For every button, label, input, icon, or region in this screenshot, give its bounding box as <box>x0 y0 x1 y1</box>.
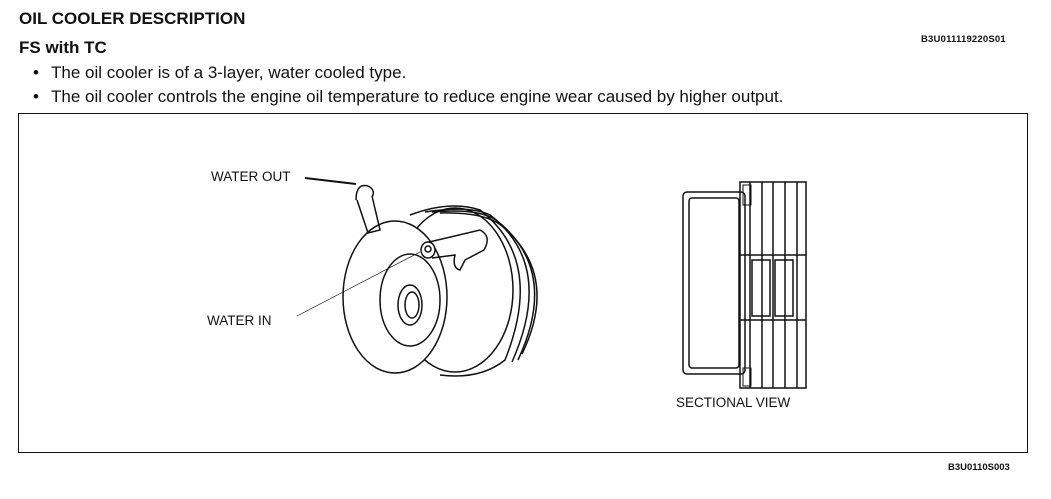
figure-frame <box>18 113 1028 453</box>
bullet-text: The oil cooler controls the engine oil t… <box>51 87 784 106</box>
leader-lines <box>296 177 421 317</box>
section-subtitle: FS with TC <box>19 38 107 57</box>
page-title: OIL COOLER DESCRIPTION <box>19 9 246 28</box>
bullet-item: • The oil cooler controls the engine oil … <box>33 87 783 107</box>
oil-cooler-body <box>342 205 538 377</box>
bullet-text: The oil cooler is of a 3-layer, water co… <box>51 63 407 82</box>
figure-code: B3U0110S003 <box>948 462 1010 473</box>
label-water-out: WATER OUT <box>211 169 291 184</box>
water-in-pipe <box>420 229 488 271</box>
document-code: B3U011119220S01 <box>921 34 1006 45</box>
bullet-icon: • <box>33 87 39 106</box>
bullet-icon: • <box>33 63 39 82</box>
label-water-in: WATER IN <box>207 313 272 328</box>
water-out-pipe <box>355 184 381 234</box>
sectional-view-drawing <box>682 181 807 389</box>
bullet-item: • The oil cooler is of a 3-layer, water c… <box>33 63 406 83</box>
label-sectional-view: SECTIONAL VIEW <box>676 395 791 410</box>
